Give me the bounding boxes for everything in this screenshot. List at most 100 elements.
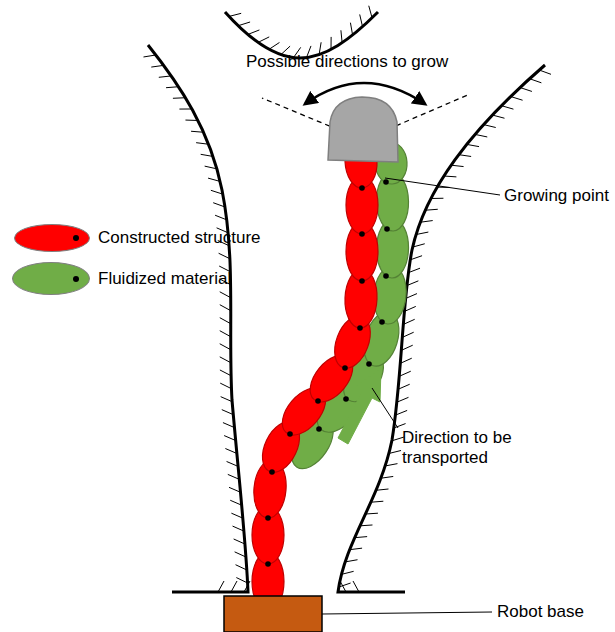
legend-label: Constructed structure bbox=[98, 228, 261, 248]
wall-hatch bbox=[205, 166, 217, 169]
robot-base bbox=[224, 596, 322, 632]
wall-hatch bbox=[431, 198, 444, 199]
joint-dot bbox=[73, 276, 79, 282]
wall-hatch bbox=[365, 513, 378, 515]
joint-dot bbox=[379, 319, 385, 325]
joint-dot bbox=[384, 226, 390, 232]
wall-hatch bbox=[219, 253, 230, 258]
wall-hatch bbox=[451, 165, 463, 166]
wall-hatch bbox=[401, 345, 412, 350]
wall-hatch bbox=[159, 76, 171, 77]
wall-hatch bbox=[408, 268, 420, 272]
wall-hatch bbox=[501, 106, 513, 109]
joint-dot bbox=[383, 179, 389, 185]
legend-swatch bbox=[14, 224, 90, 252]
wall-hatch bbox=[392, 437, 404, 441]
wall-hatch bbox=[218, 581, 224, 592]
joint-dot bbox=[316, 426, 322, 432]
label: Direction to be transported bbox=[402, 428, 524, 469]
wall-hatch bbox=[236, 578, 247, 583]
wall-hatch bbox=[403, 319, 414, 324]
wall-hatch bbox=[389, 450, 401, 453]
wall-hatch bbox=[420, 221, 432, 223]
wall-hatch bbox=[385, 464, 397, 466]
wall-hatch bbox=[402, 332, 413, 337]
wall-hatch bbox=[229, 13, 241, 16]
wall-hatch bbox=[220, 370, 231, 376]
wall-hatch bbox=[215, 215, 227, 220]
wall-hatch bbox=[341, 30, 342, 42]
joint-dot bbox=[73, 235, 79, 241]
joint-dot bbox=[343, 396, 349, 402]
wall-hatch bbox=[511, 97, 523, 101]
wall-hatch bbox=[413, 244, 425, 247]
wall-hatch bbox=[459, 155, 471, 157]
leader-line bbox=[322, 612, 492, 614]
wall-hatch bbox=[185, 120, 198, 121]
wall-hatch bbox=[360, 524, 373, 526]
wall-hatch bbox=[235, 552, 246, 557]
wall-hatch bbox=[339, 583, 351, 587]
transport-arrow bbox=[338, 368, 381, 444]
wall-hatch bbox=[350, 548, 362, 550]
wall-hatch bbox=[231, 581, 237, 592]
wall-hatch bbox=[484, 125, 496, 128]
wall-hatch bbox=[208, 178, 220, 181]
wall-hatch bbox=[224, 436, 236, 441]
wall-hatch bbox=[222, 410, 233, 415]
wall-hatch bbox=[416, 232, 428, 234]
wall-hatch bbox=[166, 86, 178, 88]
wall-hatch bbox=[371, 501, 383, 503]
wall-hatch bbox=[381, 476, 393, 478]
wall-hatch bbox=[220, 305, 231, 311]
wall-hatch bbox=[225, 449, 237, 454]
wall-hatch bbox=[220, 292, 231, 298]
wall-hatch bbox=[229, 487, 241, 492]
wall-hatch bbox=[143, 55, 155, 57]
wall-hatch bbox=[151, 65, 163, 67]
wall-hatch bbox=[396, 410, 408, 415]
joint-dot bbox=[366, 361, 372, 367]
wall-hatch bbox=[369, 6, 372, 18]
wall-hatch bbox=[223, 423, 235, 428]
joint-dot bbox=[265, 515, 271, 521]
wall-hatch bbox=[353, 581, 359, 592]
leader-line bbox=[385, 178, 500, 195]
wall-hatch bbox=[331, 37, 332, 50]
channel-wall bbox=[225, 12, 378, 58]
joint-dot bbox=[383, 273, 389, 279]
wall-hatch bbox=[425, 209, 437, 211]
joint-dot bbox=[342, 365, 348, 371]
wall-hatch bbox=[398, 384, 409, 389]
wall-hatch bbox=[539, 70, 551, 74]
wall-hatch bbox=[444, 176, 456, 178]
leader-line bbox=[372, 388, 398, 428]
wall-hatch bbox=[191, 131, 203, 133]
growing-point bbox=[328, 97, 398, 162]
wall-hatch bbox=[397, 397, 409, 402]
channel-wall bbox=[148, 45, 248, 592]
wall-hatch bbox=[196, 143, 208, 145]
wall-hatch bbox=[410, 256, 422, 260]
wall-hatch bbox=[220, 383, 231, 389]
wall-hatch bbox=[530, 79, 542, 83]
wall-hatch bbox=[492, 115, 504, 118]
joint-dot bbox=[315, 398, 321, 404]
wall-hatch bbox=[201, 154, 213, 156]
wall-hatch bbox=[269, 42, 279, 49]
joint-dot bbox=[265, 561, 271, 567]
joint-dot bbox=[269, 469, 275, 475]
wall-hatch bbox=[220, 344, 231, 350]
label: Possible directions to grow bbox=[246, 52, 448, 72]
wall-hatch bbox=[230, 500, 241, 505]
wall-hatch bbox=[376, 489, 388, 490]
wall-hatch bbox=[234, 539, 245, 544]
wall-hatch bbox=[220, 357, 231, 363]
wall-hatch bbox=[213, 203, 225, 207]
wall-hatch bbox=[228, 474, 240, 479]
wall-hatch bbox=[248, 30, 260, 35]
joint-dot bbox=[357, 325, 363, 331]
wall-hatch bbox=[399, 371, 410, 376]
joint-dot bbox=[359, 278, 365, 284]
